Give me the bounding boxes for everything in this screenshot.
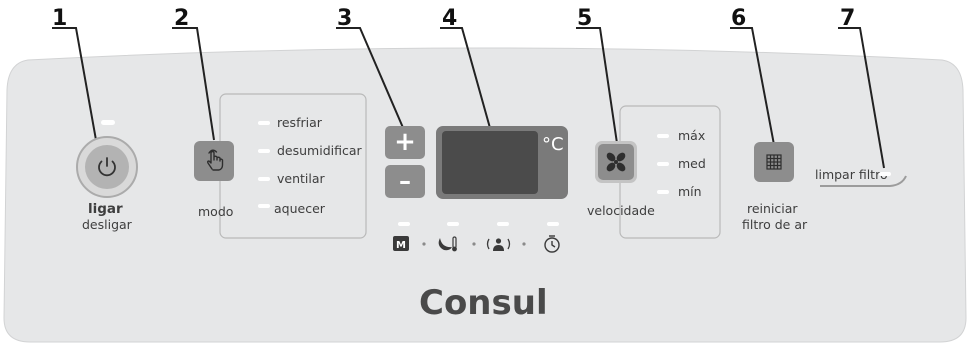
callout-lines xyxy=(52,27,885,169)
mode-label: modo xyxy=(198,204,234,219)
brand-logo: Consul xyxy=(419,283,548,323)
temperature-down-button[interactable]: – xyxy=(385,165,425,198)
power-led xyxy=(101,120,115,125)
function-led-manual xyxy=(398,222,410,226)
speed-button[interactable] xyxy=(595,141,637,183)
manual-icon: M xyxy=(393,236,409,251)
temperature-display: °C xyxy=(436,126,568,199)
function-led-timer xyxy=(547,222,559,226)
filter-grid-icon xyxy=(766,154,782,170)
svg-text:M: M xyxy=(396,240,406,251)
function-led-follow xyxy=(497,222,509,226)
fan-icon xyxy=(606,152,626,172)
callout-1: 1 xyxy=(52,6,68,31)
speed-led-max xyxy=(657,134,669,138)
callout-2: 2 xyxy=(174,6,190,31)
function-icons-row: M xyxy=(393,235,560,253)
display-screen xyxy=(442,131,538,194)
speed-option-med: med xyxy=(678,156,706,171)
callout-7: 7 xyxy=(840,6,856,31)
power-label-off: desligar xyxy=(82,217,132,232)
callout-4: 4 xyxy=(442,6,458,31)
speed-led-min xyxy=(657,190,669,194)
power-button[interactable] xyxy=(75,135,139,199)
function-led-sleep xyxy=(447,222,459,226)
filter-reset-button[interactable] xyxy=(754,142,794,182)
power-icon xyxy=(98,157,116,177)
mode-button[interactable] xyxy=(194,141,234,181)
callout-6: 6 xyxy=(731,6,747,31)
filter-reset-label-1: reiniciar xyxy=(747,201,798,216)
speed-option-min: mín xyxy=(678,184,702,199)
follow-me-icon xyxy=(486,238,511,251)
mode-led-dry xyxy=(258,149,270,153)
temperature-up-button[interactable]: + xyxy=(385,126,425,159)
clean-filter-label: limpar filtro xyxy=(815,167,888,182)
mode-option-ventilar: ventilar xyxy=(277,171,325,186)
speed-option-max: máx xyxy=(678,128,706,143)
callout-3: 3 xyxy=(337,6,353,31)
sleep-icon xyxy=(438,236,457,252)
mode-option-resfriar: resfriar xyxy=(277,115,322,130)
mode-led-fan xyxy=(258,177,270,181)
filter-reset-label-2: filtro de ar xyxy=(742,217,808,232)
display-unit: °C xyxy=(542,134,564,155)
speed-led-med xyxy=(657,162,669,166)
timer-icon xyxy=(544,235,560,253)
mode-option-desumidificar: desumidificar xyxy=(277,143,362,158)
mode-option-aquecer: aquecer xyxy=(274,201,325,216)
hand-touch-icon xyxy=(206,149,224,171)
clean-filter-led xyxy=(879,172,891,176)
filter-indicator-line xyxy=(820,175,907,187)
mode-led-heat xyxy=(258,204,270,208)
power-label-on: ligar xyxy=(88,201,123,217)
mode-led-cool xyxy=(258,121,270,125)
callout-5: 5 xyxy=(577,6,593,31)
speed-label: velocidade xyxy=(587,203,655,218)
